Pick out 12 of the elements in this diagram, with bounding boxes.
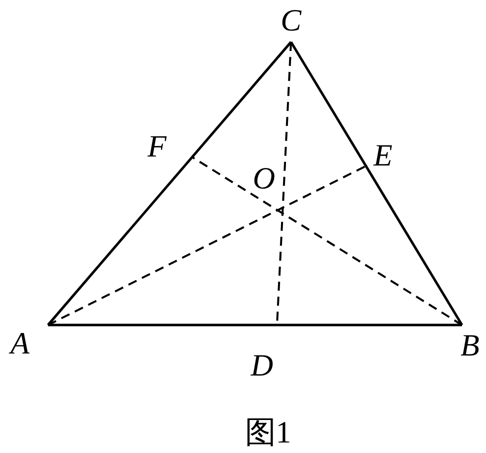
point-label: F: [148, 130, 166, 162]
dashed-line: [191, 156, 463, 326]
point-label: A: [10, 328, 30, 358]
point-label: C: [280, 4, 302, 36]
point-label: B: [460, 330, 480, 360]
side-line: [47, 41, 292, 326]
point-label: E: [374, 140, 392, 170]
side-line: [290, 41, 464, 326]
figure-caption: 图1: [244, 416, 292, 448]
point-label: D: [250, 350, 274, 380]
side-line: [48, 324, 462, 326]
point-label: O: [252, 162, 276, 194]
